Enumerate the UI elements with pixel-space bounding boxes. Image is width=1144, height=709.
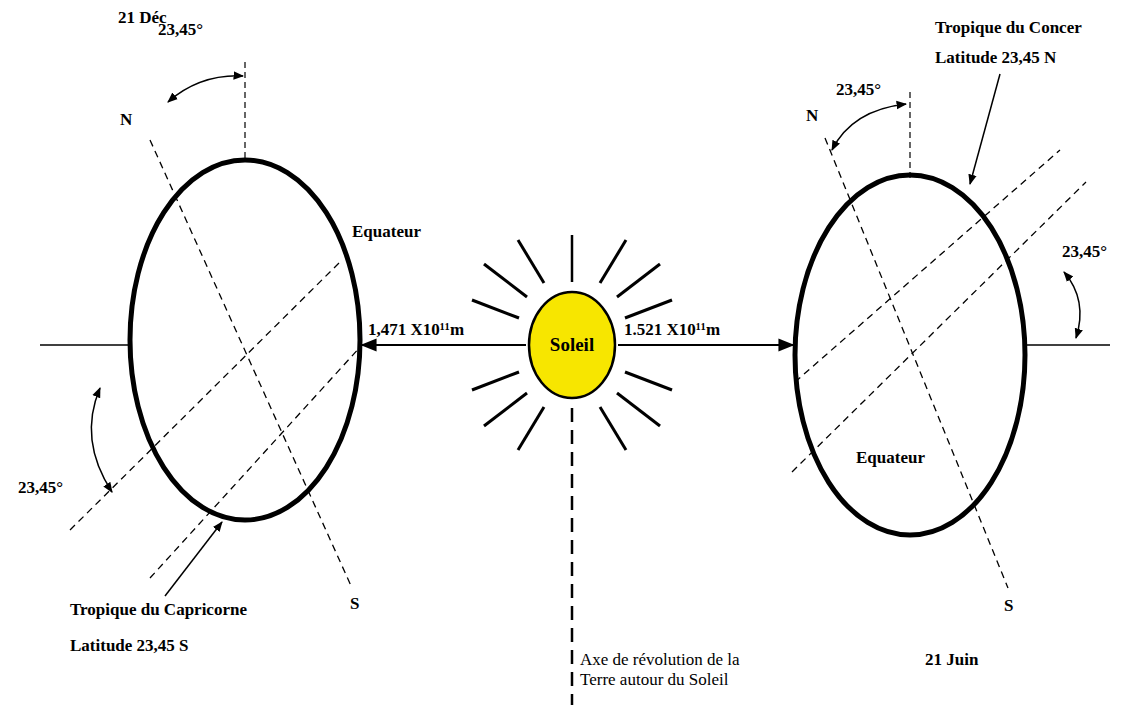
equator-label: Equateur	[856, 448, 925, 468]
angle-arc	[91, 388, 112, 492]
earth-ellipse	[795, 175, 1025, 535]
earth-ellipse	[130, 160, 360, 520]
vertical-reference	[909, 92, 910, 178]
leader-line	[970, 74, 1000, 184]
ecliptic-line	[40, 344, 130, 346]
distance-arrow	[618, 344, 793, 346]
pole-label: S	[350, 594, 359, 614]
sun-label: Soleil	[550, 334, 594, 356]
distance-label: 1,471 X10¹¹m	[368, 320, 464, 340]
tropic-line	[795, 150, 1060, 382]
angle-label: 23,45°	[158, 20, 203, 40]
tropic-label: Tropique du Capricorne	[70, 600, 247, 620]
sun-disc	[529, 292, 615, 398]
angle-arc	[1064, 272, 1080, 338]
rotation-axis	[825, 138, 1008, 588]
ecliptic-line	[1025, 344, 1110, 346]
latitude-label: Latitude 23,45 S	[70, 636, 189, 656]
distance-arrow	[362, 344, 526, 346]
equator-label: Equateur	[352, 222, 421, 242]
tropic-label: Tropique du Concer	[935, 18, 1082, 38]
date-label: 21 Juin	[925, 650, 978, 670]
leader-line	[165, 522, 222, 596]
angle-label: 23,45°	[836, 80, 881, 100]
equator-line	[70, 262, 340, 530]
revolution-axis	[571, 235, 574, 282]
sun-circle: Soleil	[527, 290, 617, 400]
pole-label: S	[1004, 596, 1013, 616]
vertical-reference	[244, 62, 245, 160]
pole-label: N	[806, 106, 818, 126]
angle-label: 23,45°	[1062, 242, 1107, 262]
angle-arc	[832, 104, 906, 150]
angle-arc	[168, 76, 243, 102]
angle-label: 23,45°	[18, 478, 63, 498]
distance-label: 1.521 X10¹¹m	[624, 320, 720, 340]
latitude-label: Latitude 23,45 N	[935, 48, 1056, 68]
revolution-axis	[571, 408, 574, 705]
axis-caption: Axe de révolution de la Terre autour du …	[580, 650, 755, 689]
equator-line	[792, 182, 1086, 472]
pole-label: N	[120, 110, 132, 130]
